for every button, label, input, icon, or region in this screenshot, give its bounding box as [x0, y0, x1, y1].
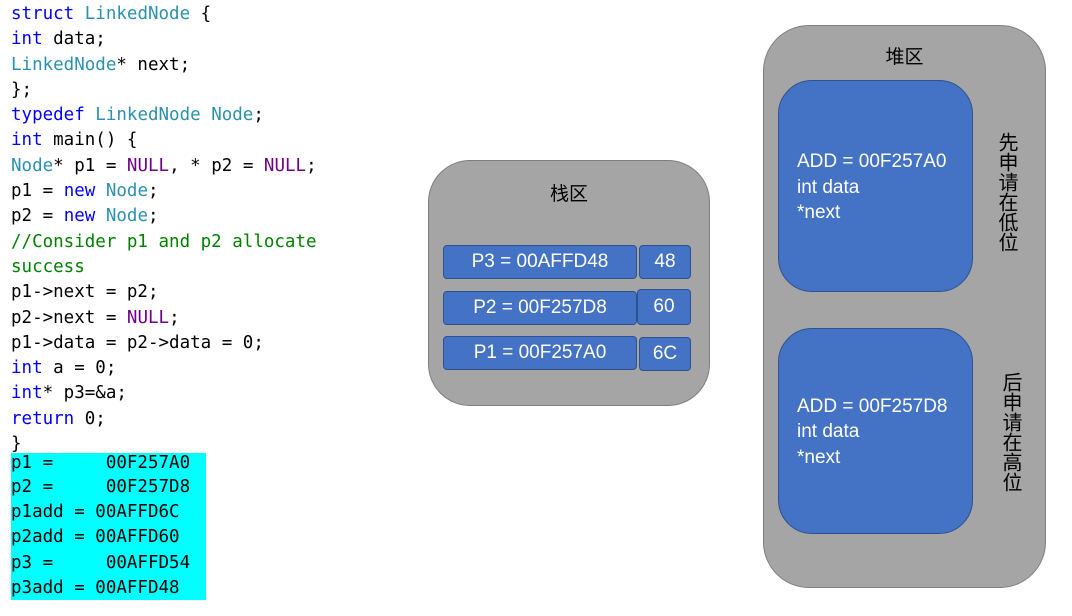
code-token: 0;	[74, 408, 106, 429]
code-token	[201, 105, 212, 125]
code-token: Node	[11, 155, 54, 176]
output-line-p2add: p2add = 00AFFD60	[11, 527, 180, 547]
code-token: * next;	[116, 54, 191, 75]
code-line: LinkedNode* next;	[11, 53, 371, 78]
output-line-p1add: p1add = 00AFFD6C	[11, 502, 180, 522]
code-line: Node* p1 = NULL, * p2 = NULL;	[11, 154, 371, 179]
heap-node-p1-next: *next	[797, 202, 841, 223]
code-token: NULL	[126, 155, 170, 176]
heap-node-p2-data: int data	[797, 421, 860, 442]
stack-cell-p1: P1 = 00F257A0	[443, 336, 637, 370]
code-token: p1->next = p2;	[11, 282, 159, 303]
code-token: Node	[105, 206, 148, 227]
code-token: p2 =	[11, 206, 64, 227]
code-token: }	[11, 434, 22, 455]
code-token: , * p2 =	[169, 155, 264, 176]
code-token: new	[63, 181, 106, 202]
code-line: p2 = new Node;	[11, 204, 371, 229]
code-token: a = 0;	[42, 358, 117, 379]
heap-note-high: 后申请在高位	[999, 372, 1023, 492]
output-line-p2: p2 = 00F257D8	[11, 477, 191, 497]
code-token: data;	[42, 29, 106, 50]
code-token: typedef	[11, 105, 96, 126]
code-line: int a = 0;	[11, 356, 371, 381]
code-token: ;	[148, 181, 159, 202]
code-token: ;	[253, 105, 264, 126]
code-line: typedef LinkedNode Node;	[11, 103, 371, 128]
code-token: //Consider p1 and p2 allocate	[11, 231, 317, 252]
code-line: return 0;	[11, 407, 371, 432]
output-line-p3add: p3add = 00AFFD48	[11, 578, 180, 598]
code-token: new	[63, 206, 106, 227]
code-token: int	[11, 29, 43, 50]
code-token: };	[11, 79, 33, 100]
stack-offset-p3: 48	[639, 245, 691, 279]
output-line-p3: p3 = 00AFFD54	[11, 553, 191, 573]
stack-offset-p2: 60	[637, 289, 691, 325]
code-line: struct LinkedNode {	[11, 2, 371, 27]
code-token: NULL	[263, 155, 307, 176]
heap-node-p1-address: ADD = 00F257A0	[797, 151, 947, 172]
heap-region: 堆区 ADD = 00F257A0 int data *next 先申请在低位 …	[763, 25, 1046, 588]
code-token: * p1 =	[53, 155, 127, 176]
code-token: int	[11, 358, 43, 379]
code-token: struct	[11, 4, 85, 24]
heap-node-p1-data: int data	[797, 177, 860, 198]
code-line: }	[11, 432, 371, 457]
heap-node-p2: ADD = 00F257D8 int data *next	[778, 328, 973, 534]
stack-title: 栈区	[549, 183, 588, 205]
code-line: int data;	[11, 27, 371, 52]
code-line: p2->next = NULL;	[11, 306, 371, 331]
heap-title: 堆区	[885, 46, 924, 68]
stack-region: 栈区 P3 = 00AFFD48 48 P2 = 00F257D8 60 P1 …	[428, 160, 710, 406]
code-token: main() {	[42, 130, 138, 151]
code-token: success	[11, 256, 85, 277]
heap-node-p2-next: *next	[797, 447, 841, 468]
code-line: p1 = new Node;	[11, 179, 371, 204]
code-token: {	[190, 4, 212, 24]
code-token: ;	[169, 307, 180, 328]
code-token: int	[11, 383, 43, 404]
code-line: int main() {	[11, 128, 371, 153]
code-token: ;	[306, 155, 317, 176]
code-token: * p3=&a;	[42, 383, 127, 404]
code-line: success	[11, 255, 371, 280]
heap-node-p2-address: ADD = 00F257D8	[797, 396, 948, 417]
heap-node-p1: ADD = 00F257A0 int data *next	[778, 80, 973, 292]
code-line: int* p3=&a;	[11, 381, 371, 406]
code-token: ;	[148, 206, 159, 227]
code-line: //Consider p1 and p2 allocate	[11, 230, 371, 255]
code-token: return	[11, 408, 75, 429]
stack-cell-p2: P2 = 00F257D8	[443, 291, 637, 325]
code-token: p1 =	[11, 181, 64, 202]
heap-note-low: 先申请在低位	[995, 132, 1019, 252]
code-token: Node	[105, 181, 148, 202]
output-highlight	[11, 453, 206, 600]
code-token: NULL	[126, 307, 170, 328]
code-line: };	[11, 78, 371, 103]
output-line-p1: p1 = 00F257A0	[11, 453, 191, 473]
code-listing: struct LinkedNode {int data;LinkedNode* …	[11, 2, 371, 457]
code-token: Node	[211, 105, 254, 126]
code-token: p2->next =	[11, 307, 127, 328]
stack-cell-p3: P3 = 00AFFD48	[443, 245, 637, 279]
code-token: LinkedNode	[11, 54, 117, 75]
code-token: LinkedNode	[84, 4, 191, 24]
code-token: LinkedNode	[95, 105, 201, 126]
code-token: int	[11, 130, 43, 151]
code-token: p1->data = p2->data = 0;	[11, 332, 264, 353]
code-line: p1->data = p2->data = 0;	[11, 331, 371, 356]
code-line: p1->next = p2;	[11, 280, 371, 305]
stack-offset-p1: 6C	[639, 337, 691, 371]
